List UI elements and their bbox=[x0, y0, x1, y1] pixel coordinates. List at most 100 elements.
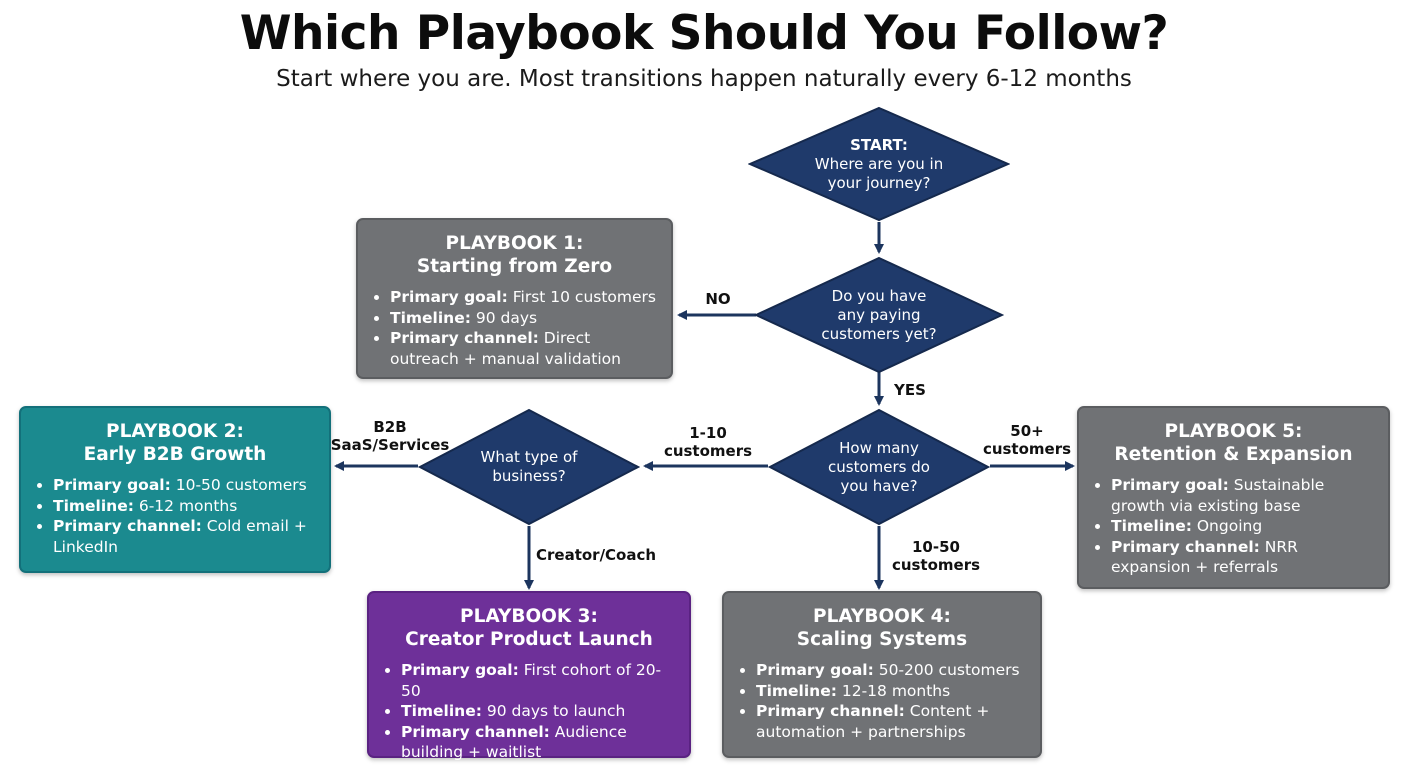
decision-type-line2: business? bbox=[492, 467, 566, 485]
playbook-5-goal: Primary goal: Sustainable growth via exi… bbox=[1111, 475, 1374, 516]
playbook-4-title-b: Scaling Systems bbox=[796, 629, 968, 650]
timeline-label: Timeline: bbox=[53, 496, 134, 515]
goal-label: Primary goal: bbox=[1111, 476, 1229, 494]
goal-value: Sustainable growth via existing base bbox=[1111, 476, 1325, 515]
playbook-5-channel: Primary channel: NRR expansion + referra… bbox=[1111, 537, 1374, 578]
label-fifty-plus: 50+ customers bbox=[978, 422, 1076, 458]
decision-start: START: Where are you in your journey? bbox=[748, 106, 1010, 222]
timeline-value: 12-18 months bbox=[836, 681, 951, 700]
goal-value: First cohort of 20-50 bbox=[401, 661, 662, 700]
playbook-3-title-b: Creator Product Launch bbox=[405, 629, 653, 650]
playbook-4-goal: Primary goal: 50-200 customers bbox=[756, 660, 1026, 681]
decision-paying-line2: any paying bbox=[837, 305, 921, 324]
playbook-1-timeline: Timeline: 90 days bbox=[390, 308, 657, 329]
playbook-1-goal: Primary goal: First 10 customers bbox=[390, 287, 657, 308]
goal-label: Primary goal: bbox=[53, 476, 171, 494]
label-fifty-a: 50+ bbox=[1010, 422, 1044, 440]
playbook-3-title-a: PLAYBOOK 3: bbox=[460, 606, 598, 627]
channel-label: Primary channel: bbox=[401, 722, 550, 741]
channel-label: Primary channel: bbox=[1111, 537, 1260, 556]
label-ten-fifty: 10-50 customers bbox=[886, 538, 986, 574]
label-creator-coach: Creator/Coach bbox=[536, 546, 657, 564]
decision-paying-line1: Do you have bbox=[831, 286, 927, 305]
decision-start-line2: Where are you in bbox=[814, 154, 944, 173]
label-one-ten-b: customers bbox=[663, 442, 753, 460]
playbook-4-channel: Primary channel: Content + automation + … bbox=[756, 701, 1026, 742]
decision-paying-line3: customers yet? bbox=[821, 324, 937, 343]
decision-customer-count: How many customers do you have? bbox=[768, 408, 990, 526]
channel-value: Direct outreach + manual validation bbox=[390, 329, 621, 368]
playbook-2-title: PLAYBOOK 2: Early B2B Growth bbox=[35, 420, 315, 466]
playbook-4-details: Primary goal: 50-200 customers Timeline:… bbox=[738, 660, 1026, 742]
playbook-1-title-b: Starting from Zero bbox=[416, 256, 613, 277]
goal-label: Primary goal: bbox=[401, 661, 519, 679]
goal-value: 50-200 customers bbox=[873, 661, 1020, 679]
playbook-4-card: PLAYBOOK 4: Scaling Systems Primary goal… bbox=[722, 591, 1042, 758]
channel-value: NRR expansion + referrals bbox=[1111, 537, 1298, 577]
playbook-2-goal: Primary goal: 10-50 customers bbox=[53, 475, 315, 496]
playbook-1-channel: Primary channel: Direct outreach + manua… bbox=[390, 328, 657, 369]
playbook-1-title-a: PLAYBOOK 1: bbox=[445, 233, 584, 254]
decision-start-line3: your journey? bbox=[827, 173, 931, 192]
channel-label: Primary channel: bbox=[756, 702, 905, 720]
label-one-ten: 1-10 customers bbox=[658, 424, 758, 460]
playbook-4-title-a: PLAYBOOK 4: bbox=[813, 606, 951, 627]
goal-label: Primary goal: bbox=[390, 288, 508, 306]
label-yes: YES bbox=[894, 381, 926, 399]
playbook-3-timeline: Timeline: 90 days to launch bbox=[401, 701, 675, 722]
playbook-4-timeline: Timeline: 12-18 months bbox=[756, 681, 1026, 702]
decision-count-line1: How many bbox=[839, 438, 919, 457]
page-subtitle: Start where you are. Most transitions ha… bbox=[276, 66, 1132, 92]
timeline-value: 90 days to launch bbox=[481, 702, 626, 720]
playbook-5-card: PLAYBOOK 5: Retention & Expansion Primar… bbox=[1077, 406, 1390, 589]
playbook-3-details: Primary goal: First cohort of 20-50 Time… bbox=[383, 660, 675, 763]
playbook-1-details: Primary goal: First 10 customers Timelin… bbox=[372, 287, 657, 369]
decision-start-line1: START: bbox=[850, 135, 908, 154]
channel-label: Primary channel: bbox=[390, 329, 539, 347]
decision-paying-customers: Do you have any paying customers yet? bbox=[754, 256, 1004, 374]
goal-label: Primary goal: bbox=[756, 661, 874, 679]
channel-label: Primary channel: bbox=[53, 517, 202, 535]
playbook-2-card: PLAYBOOK 2: Early B2B Growth Primary goa… bbox=[19, 406, 331, 573]
playbook-1-title: PLAYBOOK 1: Starting from Zero bbox=[372, 232, 657, 278]
label-b2b-a: B2B bbox=[373, 418, 407, 436]
timeline-value: 6-12 months bbox=[133, 496, 238, 515]
label-b2b-b: SaaS/Services bbox=[330, 436, 450, 454]
channel-value: Audience building + waitlist bbox=[401, 722, 627, 762]
timeline-label: Timeline: bbox=[390, 308, 471, 327]
playbook-5-title-b: Retention & Expansion bbox=[1114, 444, 1353, 465]
channel-value: Content + automation + partnerships bbox=[756, 702, 990, 741]
label-one-ten-a: 1-10 bbox=[689, 424, 727, 442]
decision-count-line2: customers do bbox=[828, 457, 930, 476]
timeline-value: 90 days bbox=[470, 308, 538, 327]
playbook-4-title: PLAYBOOK 4: Scaling Systems bbox=[738, 605, 1026, 651]
playbook-3-card: PLAYBOOK 3: Creator Product Launch Prima… bbox=[367, 591, 691, 761]
timeline-label: Timeline: bbox=[756, 681, 837, 700]
playbook-2-title-b: Early B2B Growth bbox=[83, 444, 267, 465]
label-no: NO bbox=[705, 290, 731, 308]
playbook-5-timeline: Timeline: Ongoing bbox=[1111, 516, 1374, 537]
channel-value: Cold email + LinkedIn bbox=[53, 517, 307, 556]
playbook-1-card: PLAYBOOK 1: Starting from Zero Primary g… bbox=[356, 218, 673, 379]
playbook-2-title-a: PLAYBOOK 2: bbox=[106, 421, 244, 442]
label-b2b: B2B SaaS/Services bbox=[330, 418, 450, 454]
timeline-value: Ongoing bbox=[1191, 517, 1263, 535]
timeline-label: Timeline: bbox=[401, 702, 482, 720]
timeline-label: Timeline: bbox=[1111, 517, 1192, 535]
playbook-3-goal: Primary goal: First cohort of 20-50 bbox=[401, 660, 675, 701]
label-ten-fifty-b: customers bbox=[891, 556, 981, 574]
playbook-5-title: PLAYBOOK 5: Retention & Expansion bbox=[1093, 420, 1374, 466]
playbook-3-channel: Primary channel: Audience building + wai… bbox=[401, 722, 675, 763]
page-title: Which Playbook Should You Follow? bbox=[239, 6, 1169, 61]
playbook-3-title: PLAYBOOK 3: Creator Product Launch bbox=[383, 605, 675, 651]
decision-count-line3: you have? bbox=[840, 476, 918, 495]
playbook-5-details: Primary goal: Sustainable growth via exi… bbox=[1093, 475, 1374, 578]
decision-business-type: What type of business? bbox=[418, 408, 640, 526]
playbook-2-details: Primary goal: 10-50 customers Timeline: … bbox=[35, 475, 315, 557]
label-fifty-b: customers bbox=[982, 440, 1072, 458]
playbook-2-channel: Primary channel: Cold email + LinkedIn bbox=[53, 516, 315, 557]
label-ten-fifty-a: 10-50 bbox=[912, 538, 960, 556]
goal-value: First 10 customers bbox=[507, 288, 656, 306]
playbook-2-timeline: Timeline: 6-12 months bbox=[53, 496, 315, 517]
goal-value: 10-50 customers bbox=[170, 476, 307, 494]
